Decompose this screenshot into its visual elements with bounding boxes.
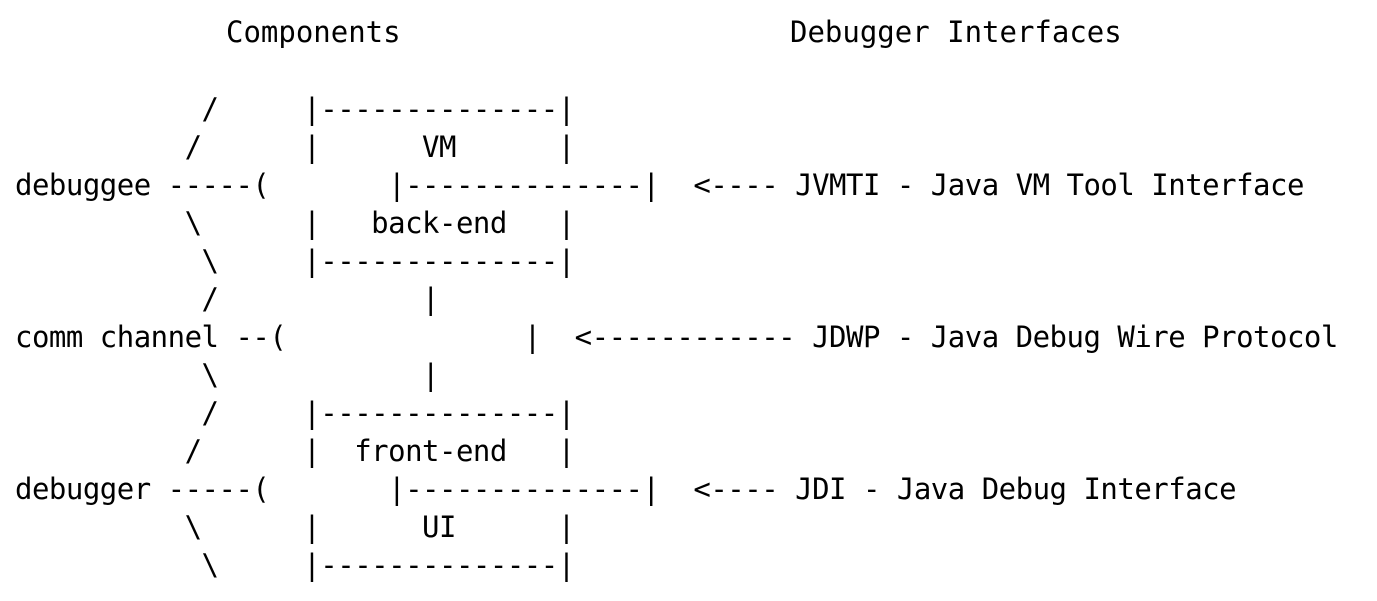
diagram-line-debugger-jdi: debugger -----( |--------------| <---- J… — [15, 472, 1237, 506]
diagram-line-ui: \ | UI | — [15, 510, 576, 544]
diagram-line-front-end: / | front-end | — [15, 434, 576, 468]
diagram-line-debugger-bottom: \ |--------------| — [15, 548, 576, 582]
components-heading: Components — [226, 15, 401, 49]
diagram-line-comm-top: / | — [15, 282, 440, 316]
diagram-line-vm: / | VM | — [15, 130, 576, 164]
ascii-architecture-diagram: / |--------------| / | VM | debuggee ----… — [15, 90, 1338, 584]
diagram-line-comm-jdwp: comm channel --( | <------------ JDWP - … — [15, 320, 1338, 354]
diagram-line-comm-bottom: \ | — [15, 358, 440, 392]
diagram-line-debuggee-bottom: \ |--------------| — [15, 244, 576, 278]
debugger-interfaces-heading: Debugger Interfaces — [790, 15, 1122, 49]
diagram-line-debuggee-top: / |--------------| — [15, 92, 576, 126]
diagram-line-debuggee-jvmti: debuggee -----( |--------------| <---- J… — [15, 168, 1304, 202]
diagram-line-debugger-top: / |--------------| — [15, 396, 576, 430]
diagram-line-back-end: \ | back-end | — [15, 206, 576, 240]
